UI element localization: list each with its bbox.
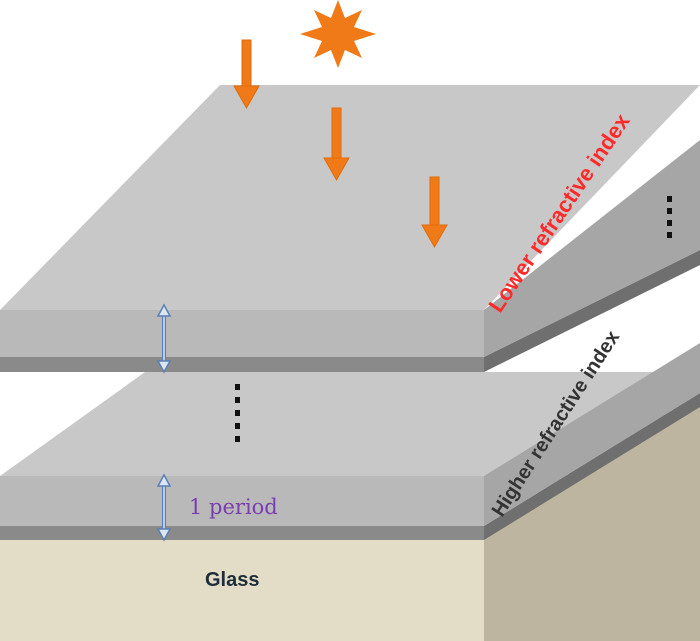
period-arrow-lower bbox=[156, 473, 172, 542]
down-arrow-icon bbox=[421, 176, 448, 249]
ellipsis-dot bbox=[235, 436, 240, 442]
ellipsis-dot bbox=[667, 220, 672, 226]
upper-stack bbox=[0, 85, 700, 372]
sun-core bbox=[323, 19, 353, 49]
ellipsis-icon bbox=[235, 384, 240, 390]
upper-thin-layer-side bbox=[484, 250, 700, 372]
arrowhead-down bbox=[156, 528, 172, 542]
glass-label: Glass bbox=[205, 569, 259, 591]
vertical-ellipsis-right bbox=[667, 196, 672, 238]
lower-stack bbox=[0, 343, 700, 540]
lower-layer-top bbox=[0, 372, 700, 476]
upper-thin-layer-front bbox=[0, 357, 484, 372]
glass-side-face bbox=[484, 405, 700, 641]
period-arrow-upper bbox=[156, 303, 172, 374]
lower-thin-layer-front bbox=[0, 526, 484, 540]
vertical-ellipsis-left bbox=[235, 384, 240, 442]
down-arrow-icon bbox=[323, 107, 350, 182]
glass-front-face bbox=[0, 538, 484, 641]
incident-light bbox=[233, 39, 448, 249]
ellipsis-dot bbox=[667, 232, 672, 238]
upper-layer-side bbox=[484, 140, 700, 357]
ellipsis-dot bbox=[235, 423, 240, 429]
lower-thin-layer-side bbox=[484, 393, 700, 540]
upper-layer-front bbox=[0, 310, 484, 357]
down-arrow-icon bbox=[233, 39, 260, 110]
arrowhead-down bbox=[156, 360, 172, 374]
sun-icon bbox=[300, 0, 376, 68]
lower-layer-side bbox=[484, 343, 700, 526]
ellipsis-dot bbox=[235, 410, 240, 416]
glass-substrate bbox=[0, 405, 700, 641]
ellipsis-dot bbox=[667, 208, 672, 214]
arrowhead-up bbox=[156, 473, 172, 487]
ellipsis-dot bbox=[235, 397, 240, 403]
arrowhead-up bbox=[156, 303, 172, 317]
upper-layer-top bbox=[0, 85, 700, 310]
ellipsis-icon bbox=[667, 196, 672, 202]
period-label: 1 period bbox=[189, 495, 278, 519]
lower-layer-front bbox=[0, 476, 484, 526]
